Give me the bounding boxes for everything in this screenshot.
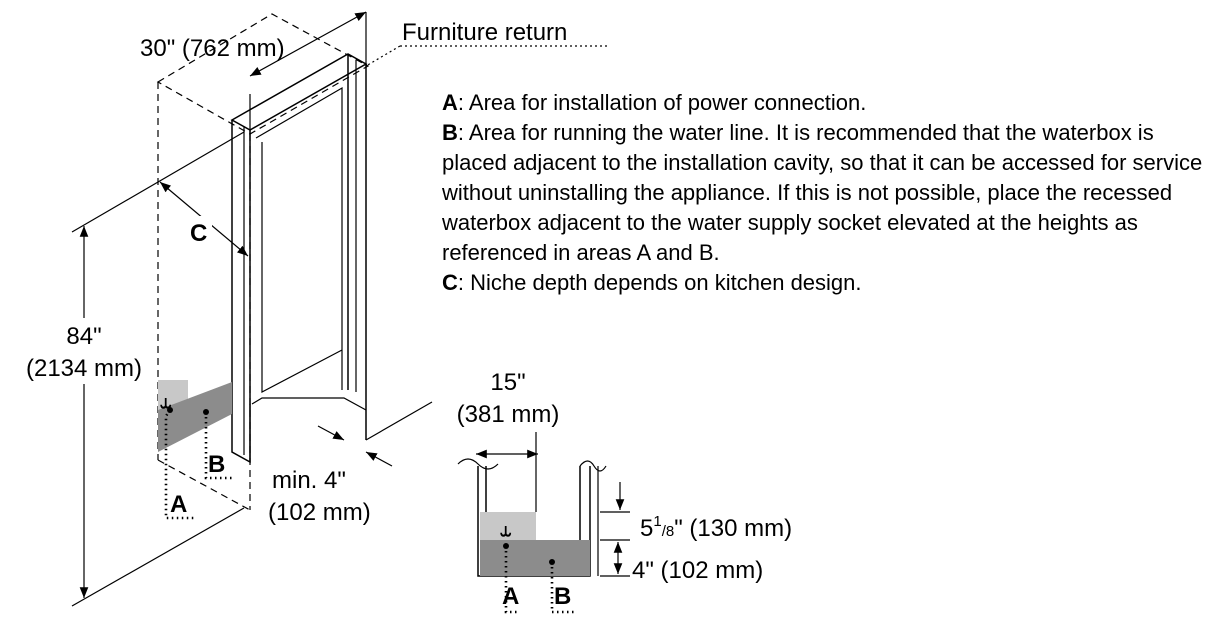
furniture-return-callout: Furniture return xyxy=(365,19,608,67)
detail-front-view: 15" (381 mm) ⥿ A B 51/8" (130 mm) 4" (10… xyxy=(457,369,792,614)
width-dimension-label: 30" (762 mm) xyxy=(140,35,285,62)
gap-dimension: min. 4" (102 mm) xyxy=(268,401,433,526)
detail-zone-a-letter: A xyxy=(502,583,519,610)
zone-a-letter: A xyxy=(170,491,187,518)
detail-zone-b-letter: B xyxy=(554,583,571,610)
depth-letter: C xyxy=(190,220,207,247)
gap-dimension-mm: (102 mm) xyxy=(268,499,371,526)
note-a: A: Area for installation of power connec… xyxy=(442,90,867,115)
connection-zones: ⥿ A B xyxy=(158,380,232,520)
detail-width-inches: 15" xyxy=(490,369,525,396)
detail-width-mm: (381 mm) xyxy=(457,401,560,428)
furniture-return-label: Furniture return xyxy=(402,19,567,46)
furniture-return-frame xyxy=(230,53,368,464)
height-dimension-mm: (2134 mm) xyxy=(26,355,142,382)
depth-dimension: C xyxy=(159,181,249,257)
height-dimension-inches: 84" xyxy=(66,323,101,350)
detail-socket-icon: ⥿ xyxy=(500,519,512,541)
detail-a-height: 51/8" (130 mm) xyxy=(640,513,792,542)
note-c: C: Niche depth depends on kitchen design… xyxy=(442,270,862,295)
note-b: B: Area for running the water line. It i… xyxy=(442,120,1203,265)
gap-dimension-inches: min. 4" xyxy=(272,467,346,494)
detail-b-height: 4" (102 mm) xyxy=(632,557,763,584)
zone-b-area xyxy=(158,382,232,452)
zone-b-letter: B xyxy=(208,451,225,478)
height-dimension: 84" (2134 mm) xyxy=(14,131,245,607)
legend-notes: A: Area for installation of power connec… xyxy=(442,88,1222,298)
width-dimension: 30" (762 mm) xyxy=(140,11,367,134)
